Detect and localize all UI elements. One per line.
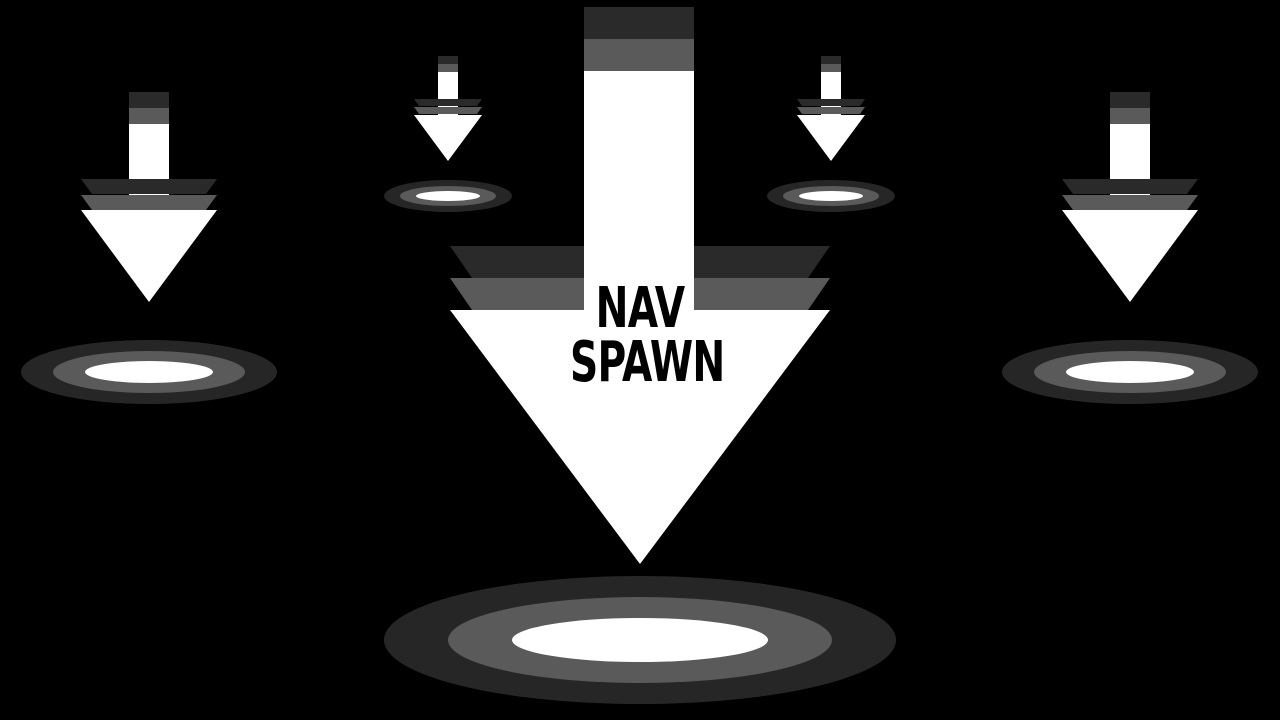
- down-arrow-icon: [1062, 92, 1198, 302]
- arrow-head-ghost-mid: [81, 195, 217, 210]
- spawn-pad-main: [384, 576, 896, 704]
- spawn-pad-mid-left: [384, 180, 512, 212]
- pad-inner-disc: [512, 618, 768, 662]
- spawn-pad-left: [21, 340, 277, 404]
- arrow-head: [414, 115, 482, 161]
- arrow-shaft-ghost-mid: [1110, 108, 1150, 124]
- arrow-shaft-ghost-dark: [1110, 92, 1150, 108]
- arrow-head: [797, 115, 865, 161]
- arrow-head-ghost-mid: [1062, 195, 1198, 210]
- arrow-shaft-ghost-mid: [584, 39, 694, 71]
- pad-inner-disc: [85, 361, 213, 383]
- nav-spawn-label: NAV SPAWN: [570, 276, 725, 395]
- arrow-shaft-ghost-mid: [821, 64, 841, 72]
- arrow-head-ghost-dark: [414, 99, 482, 106]
- arrow-head-ghost-mid: [414, 107, 482, 114]
- down-arrow-icon: [450, 7, 830, 564]
- label-line-nav: NAV: [595, 276, 685, 341]
- arrow-shaft: [584, 71, 694, 321]
- pad-inner-disc: [1066, 361, 1194, 383]
- arrow-head: [1062, 210, 1198, 302]
- arrow-shaft-ghost-dark: [129, 92, 169, 108]
- spawn-marker-right: [1002, 92, 1258, 404]
- arrow-shaft-ghost-dark: [438, 56, 458, 64]
- arrow-shaft-ghost-dark: [584, 7, 694, 39]
- arrow-head: [450, 310, 830, 564]
- arrow-head-ghost-mid: [797, 107, 865, 114]
- down-arrow-icon: [414, 56, 482, 161]
- arrow-shaft-ghost-mid: [129, 108, 169, 124]
- arrow-shaft-ghost-mid: [438, 64, 458, 72]
- down-arrow-icon: [797, 56, 865, 161]
- spawn-marker-mid-right: [767, 56, 895, 212]
- spawn-pad-right: [1002, 340, 1258, 404]
- spawn-marker-left: [21, 92, 277, 404]
- pad-inner-disc: [799, 191, 863, 201]
- down-arrow-icon: [81, 92, 217, 302]
- arrow-head: [81, 210, 217, 302]
- spawn-marker-main: [384, 7, 896, 704]
- arrow-head-ghost-dark: [81, 179, 217, 194]
- spawn-marker-mid-left: [384, 56, 512, 212]
- arrow-shaft-ghost-dark: [821, 56, 841, 64]
- arrow-head-ghost-dark: [797, 99, 865, 106]
- pad-inner-disc: [416, 191, 480, 201]
- arrow-head-ghost-dark: [1062, 179, 1198, 194]
- label-line-spawn: SPAWN: [570, 330, 725, 395]
- spawn-pad-mid-right: [767, 180, 895, 212]
